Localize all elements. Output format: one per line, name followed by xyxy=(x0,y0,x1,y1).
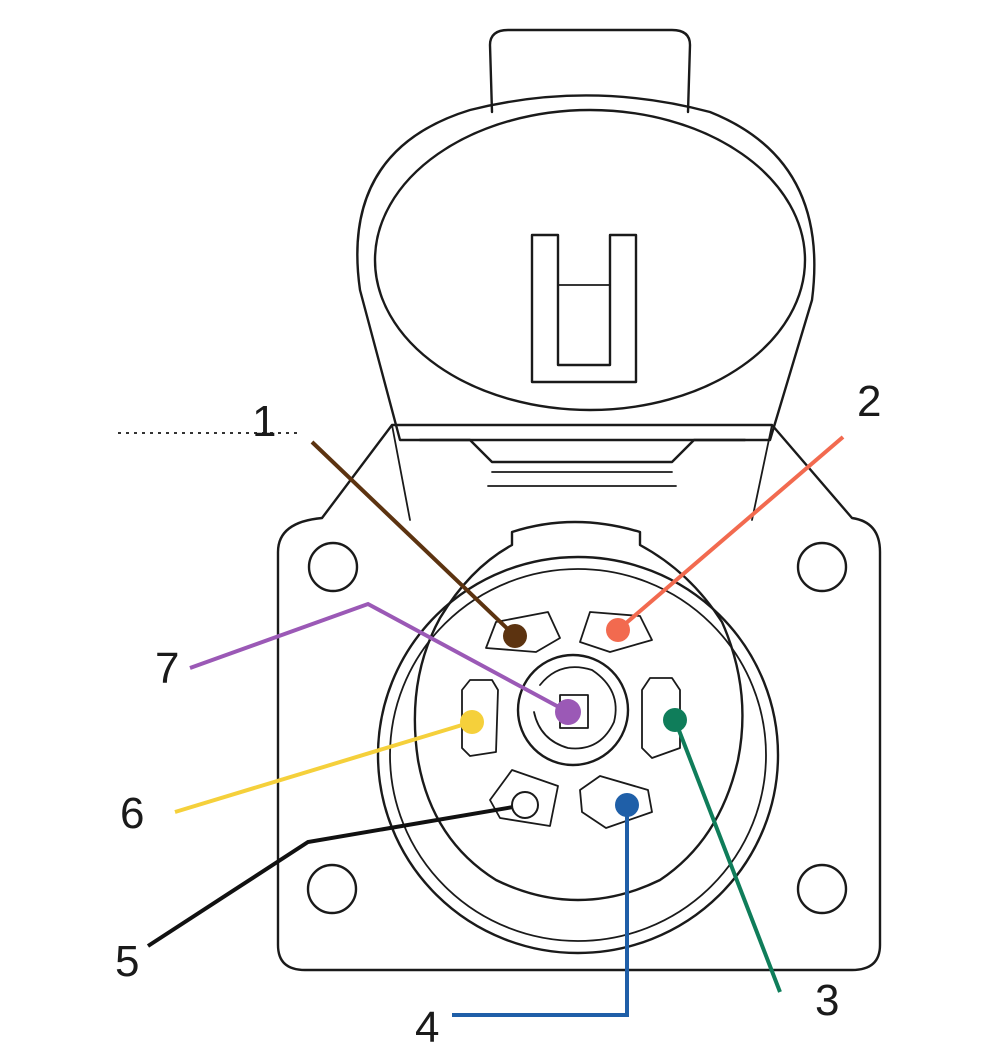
socket-rim-outer xyxy=(376,555,780,955)
lead-line-4 xyxy=(452,805,629,1017)
pin-labels: 1 2 3 4 5 6 7 xyxy=(115,377,881,1052)
slot-2 xyxy=(579,611,653,653)
socket-rim-inner xyxy=(389,568,767,942)
pin-dots xyxy=(460,618,687,819)
lid-tab xyxy=(488,28,692,114)
pin-dot-3 xyxy=(663,708,687,732)
pin-label-4: 4 xyxy=(415,1003,439,1052)
lid-hinge xyxy=(418,438,747,464)
pin-dot-2 xyxy=(606,618,630,642)
mounting-hole-bottom-right xyxy=(796,863,848,915)
mounting-hole-bottom-left xyxy=(306,863,358,915)
center-post-ring xyxy=(516,653,630,767)
lead-line-5 xyxy=(146,803,526,948)
lid-inner-ring xyxy=(373,108,807,412)
socket-face-contour xyxy=(413,520,744,902)
pin-label-7: 7 xyxy=(155,644,179,693)
lead-line-3 xyxy=(673,719,782,993)
socket-lid xyxy=(356,28,816,487)
lead-line-7 xyxy=(189,601,569,714)
pin-label-2: 2 xyxy=(857,377,881,426)
mounting-flange xyxy=(276,423,882,972)
lead-line-2 xyxy=(616,435,845,632)
slot-6 xyxy=(461,679,499,757)
lead-line-1 xyxy=(310,440,517,638)
pin-dot-7 xyxy=(555,699,581,725)
lid-latch xyxy=(530,233,638,384)
pin-dot-5 xyxy=(511,791,539,819)
lid-outer xyxy=(356,94,816,442)
slot-1 xyxy=(485,611,561,653)
socket-body xyxy=(276,423,882,972)
lead-lines xyxy=(146,435,845,1017)
pin-label-6: 6 xyxy=(120,789,144,838)
slot-4 xyxy=(579,775,653,829)
body-side-left xyxy=(391,424,411,521)
slot-5 xyxy=(489,769,559,827)
lead-line-6 xyxy=(174,720,473,814)
pin-dot-4 xyxy=(615,793,639,817)
socket-face xyxy=(376,520,780,955)
center-post-detail xyxy=(533,666,617,750)
pin-label-1: 1 xyxy=(252,397,276,446)
mounting-hole-top-left xyxy=(307,541,359,593)
pin-label-5: 5 xyxy=(115,937,139,986)
pin-label-3: 3 xyxy=(815,976,839,1025)
mounting-hole-top-right xyxy=(796,541,848,593)
pin-dot-6 xyxy=(460,710,484,734)
pin-dot-1 xyxy=(503,624,527,648)
body-side-right xyxy=(751,424,773,521)
